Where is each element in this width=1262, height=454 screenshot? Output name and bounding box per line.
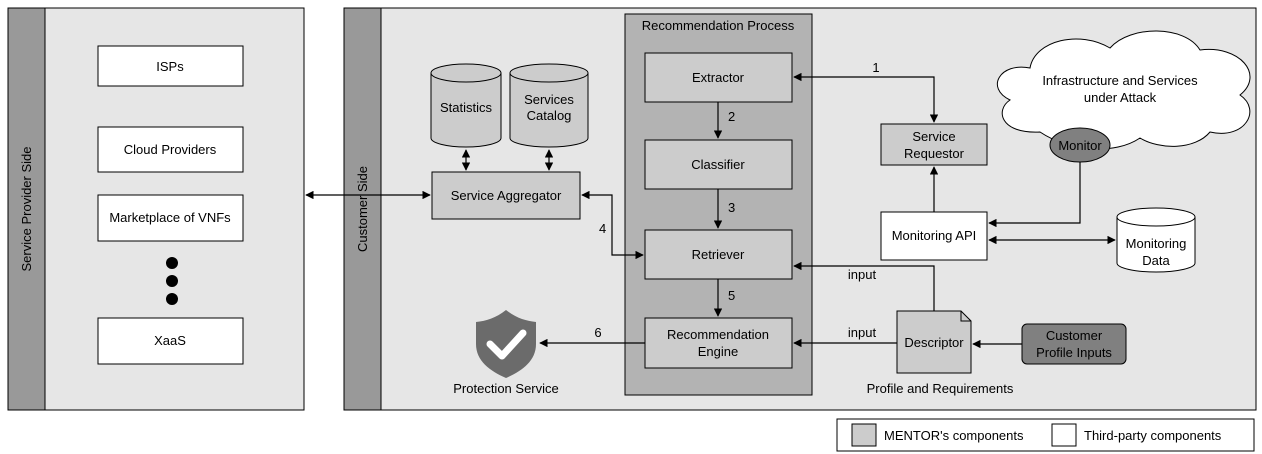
input-retriever-label: input [848,267,877,282]
xaas-label: XaaS [154,333,186,348]
step-label-6: 6 [594,325,601,340]
extractor-requestor-arrow [793,72,939,123]
cloud-providers-label: Cloud Providers [124,142,217,157]
step-label-2: 2 [728,109,735,124]
xaas-box [97,317,244,365]
monitoring-api-label: Monitoring API [892,228,977,243]
ellipsis-dot [166,257,178,269]
monitor-label: Monitor [1058,138,1102,153]
service-requestor-label-2: Requestor [904,146,965,161]
isps-box [97,45,244,87]
customer-profile-label-2: Profile Inputs [1036,345,1112,360]
connectors [305,72,1116,349]
service-requestor-box [880,123,988,166]
protection-service-label: Protection Service [453,381,559,396]
monitoring-api-box [880,211,988,261]
isps-label: ISPs [156,59,184,74]
extractor-box [644,52,793,103]
service-aggregator-box [431,171,581,220]
recommendation-engine-label-1: Recommendation [667,327,769,342]
cloud-label-1: Infrastructure and Services [1042,73,1198,88]
monitoring-data-label-2: Data [1142,253,1170,268]
cloud-providers-box [97,126,244,173]
services-catalog-database: Services Catalog [509,63,589,148]
customer-side-label: Customer Side [355,166,370,252]
extractor-label: Extractor [692,70,745,85]
recommendation-engine-label-2: Engine [698,344,738,359]
services-catalog-label-1: Services [524,92,574,107]
recommendation-engine-box [644,317,793,369]
descriptor-retriever-arrow [793,261,935,311]
legend-third-party-swatch [1051,423,1077,447]
step-label-3: 3 [728,200,735,215]
retriever-label: Retriever [692,247,745,262]
recommendation-process-title: Recommendation Process [642,18,795,33]
legend-third-party-label: Third-party components [1084,428,1222,443]
service-aggregator-label: Service Aggregator [451,188,562,203]
marketplace-vnfs-box [97,194,244,242]
step-label-1: 1 [872,60,879,75]
infrastructure-cloud: Infrastructure and Services under Attack… [997,30,1251,163]
monitoring-data-label-1: Monitoring [1126,236,1187,251]
monitoring-data-database: Monitoring Data [1116,207,1196,273]
aggregator-retriever-arrow [581,190,644,260]
classifier-label: Classifier [691,157,745,172]
cloud-label-2: under Attack [1084,90,1157,105]
monitor-api-arrow [988,162,1081,228]
ellipsis-dot [166,275,178,287]
statistics-label: Statistics [440,100,493,115]
profile-requirements-caption: Profile and Requirements [867,381,1014,396]
customer-profile-label-1: Customer [1046,328,1103,343]
service-provider-panel: Service Provider Side ISPs Cloud Provide… [7,7,305,411]
legend-mentor-swatch [851,423,877,447]
step-label-5: 5 [728,288,735,303]
legend: MENTOR's components Third-party componen… [836,418,1255,452]
descriptor-document: Descriptor [896,310,972,374]
services-catalog-label-2: Catalog [527,108,572,123]
input-engine-label: input [848,325,877,340]
classifier-box [644,139,793,190]
service-requestor-label-1: Service [912,129,955,144]
service-provider-side-label: Service Provider Side [19,147,34,272]
descriptor-label: Descriptor [904,335,964,350]
statistics-database: Statistics [430,63,502,148]
marketplace-vnfs-label: Marketplace of VNFs [109,210,231,225]
protection-shield-icon [476,310,536,378]
ellipsis-dot [166,293,178,305]
step-label-4: 4 [599,221,606,236]
retriever-box [644,229,793,280]
legend-mentor-label: MENTOR's components [884,428,1024,443]
